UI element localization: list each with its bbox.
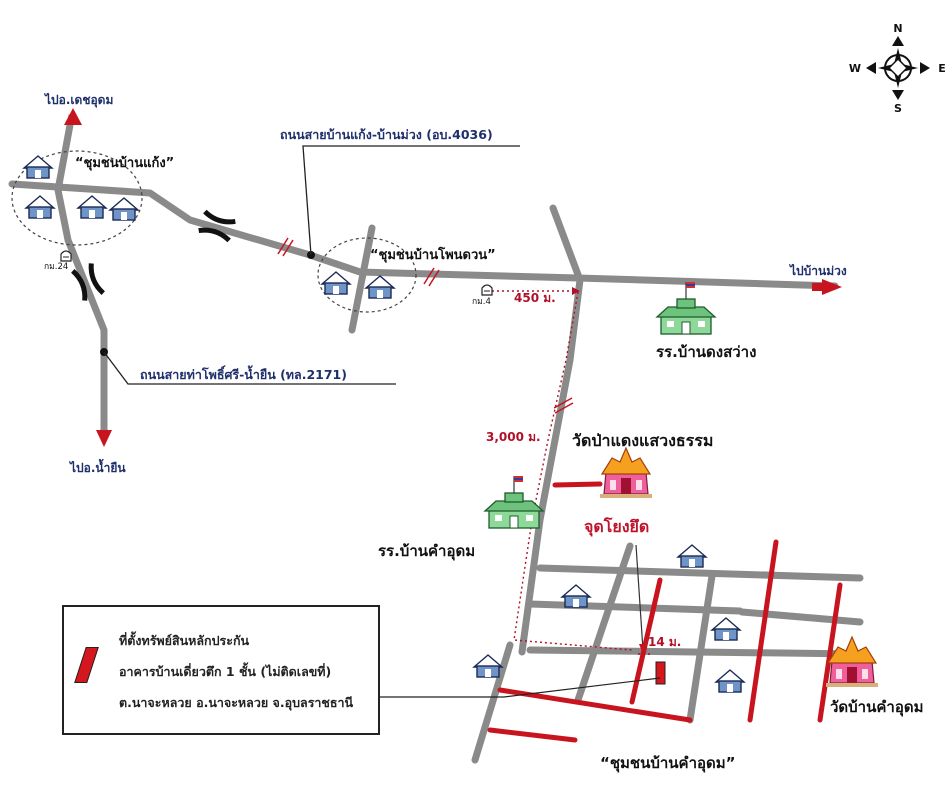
legend-building: อาคารบ้านเดี่ยวตึก 1 ชั้น (ไม่ติดเลขที่) [119,664,332,679]
school-kham-udom-label: รร.บ้านคำอุดม [378,542,475,561]
road-2171-leader [103,351,396,385]
road-4036-leader [302,145,520,256]
arrow-north-icon [64,108,82,125]
property-marker [655,661,666,685]
road-phon-duan-cross [348,224,376,334]
road-to-kham-udom [518,204,584,656]
km-post-icon [481,284,493,296]
direction-arrows [64,108,842,447]
legend-property-swatch [74,647,99,683]
road-break-marks [277,237,574,414]
arrow-south-icon [96,430,112,447]
legend-address: ต.นาจะหลวย อ.นาจะหลวย จ.อุบลราชธานี [119,695,354,710]
km-post-icon [60,250,72,262]
road-4036-label: ถนนสายบ้านแก้ง-บ้านม่วง (อบ.4036) [280,127,493,142]
arrow-east-icon [822,279,842,295]
school-icon [656,281,716,335]
school-dong-sawang-label: รร.บ้านดงสว่าง [656,343,756,361]
community-baan-kaeng-label: “ชุมชนบ้านแก้ง” [75,155,174,171]
legend-title: ที่ตั้งทรัพย์สินหลักประกัน [119,633,250,648]
direction-nam-yuen: ไปอ.น้ำยืน [68,458,126,475]
temple-icon [825,636,879,688]
compass-e: E [938,62,946,75]
legend-leader-line [380,677,661,698]
distance-3000-label: 3,000 ม. [486,430,541,444]
legend-box: ที่ตั้งทรัพย์สินหลักประกัน อาคารบ้านเดี่… [62,605,380,735]
km-4-label: กม.4 [472,297,491,307]
road-2171 [54,121,108,436]
road-2171-label: ถนนสายท่าโพธิ์ศรี-น้ำยืน (ทล.2171) [140,365,347,382]
community-circle-phon-duan [317,237,417,313]
compass-rose-icon [866,36,930,100]
compass-s: S [894,102,902,115]
temple-kham-udom-label: วัดบ้านคำอุดม [830,698,923,717]
direction-det-udom: ไปอ.เดชอุดม [43,92,113,108]
temple-pa-daeng-label: วัดป่าแดงแสวงธรรม [572,431,713,450]
reference-arrow-icon [639,644,647,654]
km-24-label: กม.24 [44,262,68,272]
community-circle-baan-kaeng [11,150,143,246]
distance-14-label: 14 ม. [648,635,681,649]
community-kham-udom-label: “ชุมชนบ้านคำอุดม” [600,754,736,773]
property-access-roads [487,481,843,743]
direction-baan-muang: ไปบ้านม่วง [788,263,847,278]
community-phon-duan-label: “ชุมชนบ้านโพนดวน” [370,246,496,263]
temple-icon [599,447,653,499]
compass-w: W [849,62,861,75]
distance-450-label: 450 ม. [514,291,556,305]
school-icon [484,475,544,529]
reference-point-label: จุดโยงยึด [584,516,649,537]
road-4036 [8,180,839,290]
compass-n: N [893,22,902,35]
distance-arrowhead-icon [572,287,580,295]
distance-paths [492,290,653,655]
reference-pointer [635,544,644,651]
